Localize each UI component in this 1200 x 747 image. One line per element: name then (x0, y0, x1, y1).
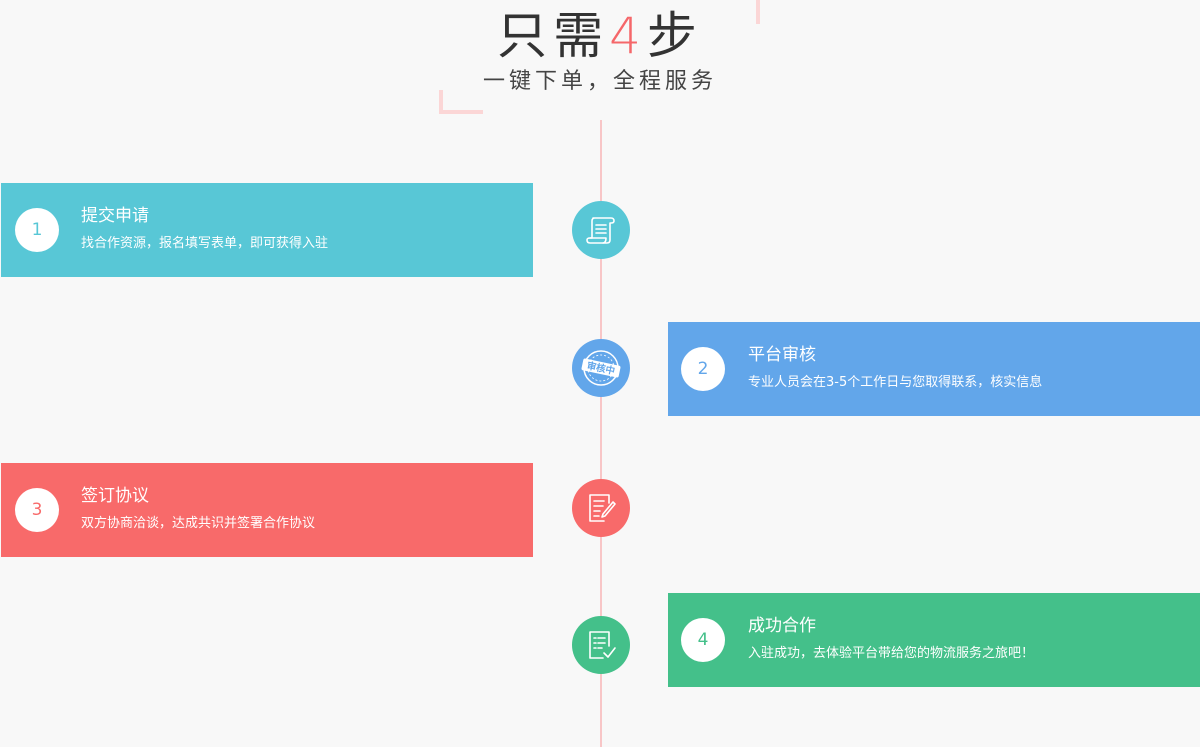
step-card-3: 3 签订协议 双方协商洽谈，达成共识并签署合作协议 (1, 463, 533, 557)
page-title: 只需4步 (0, 6, 1200, 66)
step-number-4: 4 (681, 618, 725, 662)
title-prefix: 只需 (497, 7, 610, 65)
step-card-1: 1 提交申请 找合作资源，报名填写表单，即可获得入驻 (1, 183, 533, 277)
page-subtitle: 一键下单，全程服务 (482, 69, 717, 94)
step-title-2: 平台审核 (748, 345, 816, 365)
step-number-3: 3 (15, 488, 59, 532)
step-node-4 (572, 616, 630, 674)
step-title-4: 成功合作 (748, 616, 816, 636)
review-stamp-icon: 审核中 (581, 350, 621, 386)
step-number-2: 2 (681, 347, 725, 391)
step-desc-4: 入驻成功，去体验平台带给您的物流服务之旅吧！ (748, 646, 1035, 661)
step-card-2: 2 平台审核 专业人员会在3-5个工作日与您取得联系，核实信息 (668, 322, 1200, 416)
sign-contract-icon (589, 494, 616, 522)
step-desc-2: 专业人员会在3-5个工作日与您取得联系，核实信息 (748, 375, 1043, 390)
step-number-1: 1 (15, 208, 59, 252)
step-desc-1: 找合作资源，报名填写表单，即可获得入驻 (81, 236, 329, 251)
decorative-corner-top-right (716, 0, 760, 24)
step-title-1: 提交申请 (81, 206, 149, 226)
step-desc-3: 双方协商洽谈，达成共识并签署合作协议 (81, 516, 316, 531)
document-scroll-icon (586, 217, 615, 244)
title-suffix: 步 (646, 7, 703, 65)
stamp-text: 审核中 (586, 360, 616, 378)
step-card-4: 4 成功合作 入驻成功，去体验平台带给您的物流服务之旅吧！ (668, 593, 1200, 687)
step-node-3 (572, 479, 630, 537)
step-title-3: 签订协议 (81, 486, 149, 506)
title-number: 4 (609, 7, 647, 65)
checklist-icon (589, 631, 616, 659)
timeline-line (600, 120, 602, 747)
step-node-2: 审核中 (572, 339, 630, 397)
step-node-1 (572, 201, 630, 259)
page-header: 只需4步 一键下单，全程服务 (0, 0, 1200, 120)
decorative-corner-bottom-left (439, 90, 483, 114)
